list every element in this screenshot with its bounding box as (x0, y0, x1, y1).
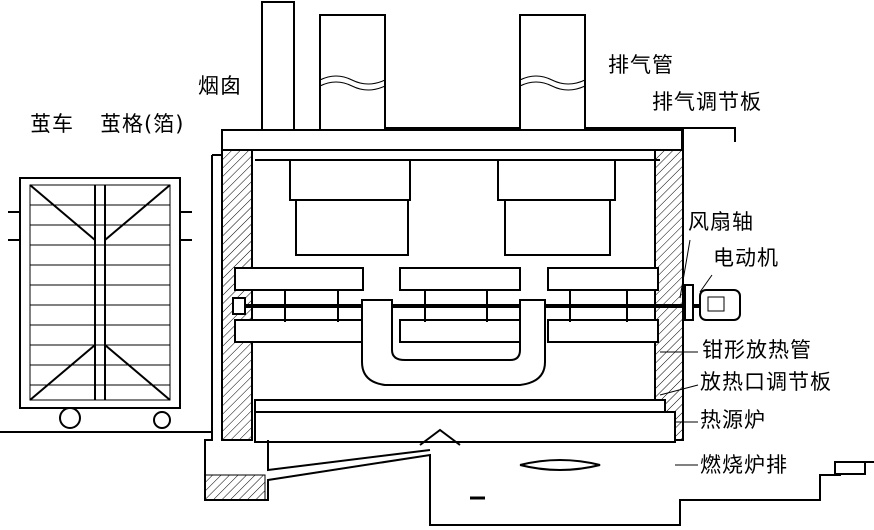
right-wall (654, 129, 684, 441)
roof (221, 129, 683, 151)
exhaust-pipe (519, 14, 586, 131)
cart-wheel (59, 407, 81, 429)
label-cocoon-cart: 茧车 (30, 112, 74, 136)
vent-damper-floor (254, 399, 666, 413)
label-fan-shaft: 风扇轴 (688, 210, 754, 234)
motor (684, 284, 741, 321)
ground-line (0, 431, 874, 526)
heat-source-furnace (254, 411, 676, 443)
furnace-grate (519, 459, 601, 471)
label-motor: 电动机 (713, 246, 779, 270)
chimney (261, 1, 295, 131)
label-cocoon-tray: 茧格(箔) (100, 112, 185, 136)
cart-wheel (153, 411, 171, 429)
label-heat-vent-damper: 放热口调节板 (700, 370, 832, 394)
cocoon-trays (234, 267, 659, 343)
foundation (204, 474, 266, 501)
label-exhaust-damper: 排气调节板 (652, 90, 762, 114)
pincer-radiator-pipe (361, 299, 546, 386)
label-pincer-radiator-pipe: 钳形放热管 (702, 338, 812, 362)
exhaust-damper-plate (380, 127, 736, 142)
exhaust-pipe (319, 14, 386, 131)
cocoon-cart (8, 177, 192, 429)
label-heat-source-furnace: 热源炉 (700, 408, 766, 432)
label-chimney: 烟囱 (198, 74, 242, 98)
label-furnace-grate: 燃烧炉排 (700, 453, 788, 477)
label-exhaust-pipe: 排气管 (608, 53, 674, 77)
